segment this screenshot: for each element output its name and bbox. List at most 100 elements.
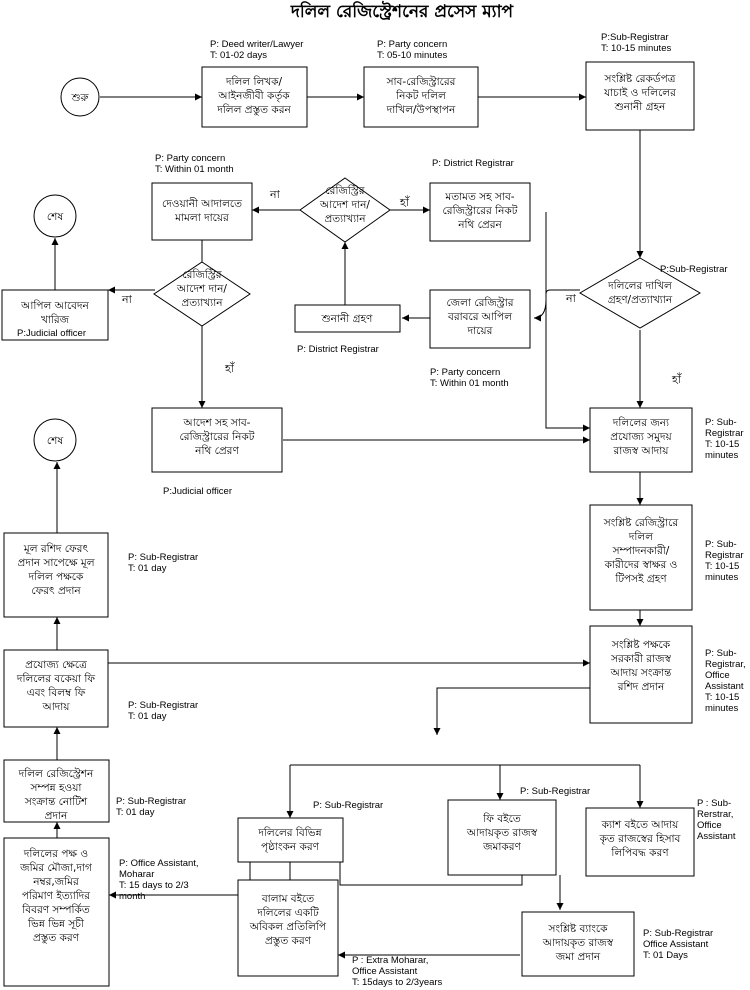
text-line: শুনানী গ্রহণ [321, 312, 373, 325]
text-line: দেওয়ানী আদালতে [162, 197, 243, 210]
text-line: P: Sub-Registrar [520, 786, 590, 797]
text-line: T: 10-15 [705, 439, 739, 450]
text-line: ফি বইতে [482, 812, 522, 825]
text-line: P: District Registrar [297, 344, 379, 355]
text-line: প্রত্যাখ্যান [181, 297, 223, 309]
text-line: P: Sub- [705, 648, 737, 659]
text-line: দলিল প্রস্তুত করন [216, 103, 291, 116]
text-line: month [119, 891, 145, 902]
annotation-court-order: P:Judicial officer [163, 486, 232, 497]
text-line: প্রদান সাপেক্ষে মূল [17, 557, 95, 569]
text-line: Office [705, 670, 730, 681]
text-line: পরিমাণ ইত্যাদির [22, 889, 91, 902]
text-line: জমির মৌজা,দাগ [19, 861, 93, 874]
text-line: কারীদের স্বাক্ষর ও [604, 558, 678, 571]
text-line: দলিলের একটি [256, 906, 320, 919]
text-line: Assistant [705, 681, 744, 692]
text-line: Office Assistant [643, 939, 709, 950]
edge-bank-to-copy [336, 855, 523, 886]
text-line: রেজিস্ট্রির [325, 184, 365, 197]
edge-label-yes-district: হাঁ [399, 195, 410, 209]
text-line: রেজিস্ট্রারের নিকট [180, 430, 256, 443]
text-line: P: Sub- [705, 417, 737, 428]
text-line: minutes [705, 703, 739, 714]
text-line: P: District Registrar [432, 158, 514, 169]
text-line: জমা প্রদান [555, 951, 601, 963]
text-line: প্রত্যাখ্যান [324, 213, 366, 225]
text-line: P:Sub-Registrar [601, 32, 669, 43]
text-line: T: 10-15 minutes [601, 43, 671, 54]
text-line: P:Judicial officer [163, 486, 232, 497]
text-line: দলিলের জন্য [612, 416, 670, 429]
text-line: আপিল আবেদন [20, 299, 89, 312]
edge-label-yes-court: হাঁ [224, 361, 235, 375]
annotation-send-opinion: P: District Registrar [432, 158, 514, 169]
text-line: সাব-রেজিস্ট্রারের [386, 75, 457, 88]
text-line: দলিলের দাখিল [607, 279, 673, 292]
text-line: P: Sub-Registrar [128, 700, 198, 711]
text-line: minutes [705, 572, 739, 583]
text-line: প্রস্তুত করণ [265, 935, 312, 947]
text-line: প্রযোজ্য ক্ষেত্রে [25, 659, 88, 671]
text-line: T: 15days to 2/3years [352, 977, 443, 988]
annotation-fee-book: P: Sub-Registrar [520, 786, 590, 797]
node-decision-district: রেজিস্ট্রির আদেশ দান/প্রত্যাখ্যান [299, 177, 391, 243]
node-civil-case-label: দেওয়ানী আদালতেমামলা দায়ের [162, 197, 243, 224]
node-start-label: শুরু [70, 92, 89, 104]
edge-label-no-district: না [269, 188, 281, 201]
text-line: P: Sub-Registrar [313, 800, 383, 811]
edge-label-no-main: না [565, 292, 577, 305]
text-line: বিবরণ সম্পর্কিত [21, 903, 91, 916]
text-line: T: 01 Days [643, 950, 688, 961]
text-line: আদেশ দান/ [176, 283, 227, 295]
text-line: রশিদ প্রদান [617, 680, 665, 693]
text-line: P: Party concern [430, 367, 500, 378]
text-line: ভিন্ন ভিন্ন সূচী [27, 917, 85, 930]
node-late-fee-label: প্রযোজ্য ক্ষেত্রেদলিলের বকেয়া ফিএবং বিল… [16, 659, 96, 713]
text-line: P: Sub-Registrar [128, 552, 198, 563]
text-line: আদেশ সহ সাব- [183, 417, 251, 429]
text-line: আদায় [42, 701, 71, 713]
text-line: অবিকল প্রতিলিপি [249, 920, 327, 933]
text-line: আদেশ দান/ [319, 199, 370, 211]
text-line: সংক্রান্ত নোটিশ [24, 795, 88, 808]
text-line: আদায়কৃত রাজস্ব [542, 937, 614, 949]
text-line: দলিলের পক্ষ ও [23, 847, 88, 860]
text-line: গ্রহণ/প্রত্যাখ্যান [608, 294, 673, 306]
edges [51, 93, 644, 959]
text-line: শুনানী গ্রহন [614, 100, 666, 113]
text-line: P : Extra Moharar, [352, 955, 428, 966]
text-line: T: 10-15 [705, 561, 739, 572]
node-hearing: শুনানী গ্রহণ [294, 304, 401, 333]
node-end-1: শেষ [33, 194, 77, 238]
text-line: পৃষ্ঠাংকন করণ [261, 840, 320, 853]
node-copy-label: বালাম বইতেদলিলের একটিঅবিকল প্রতিলিপিপ্রস… [249, 892, 327, 947]
text-line: আদায় সংক্রান্ত [610, 667, 673, 679]
text-line: T: 01-02 days [210, 50, 267, 61]
text-line: জেলা রেজিস্ট্রার [446, 296, 514, 309]
text-line: T: 01 day [116, 807, 155, 818]
